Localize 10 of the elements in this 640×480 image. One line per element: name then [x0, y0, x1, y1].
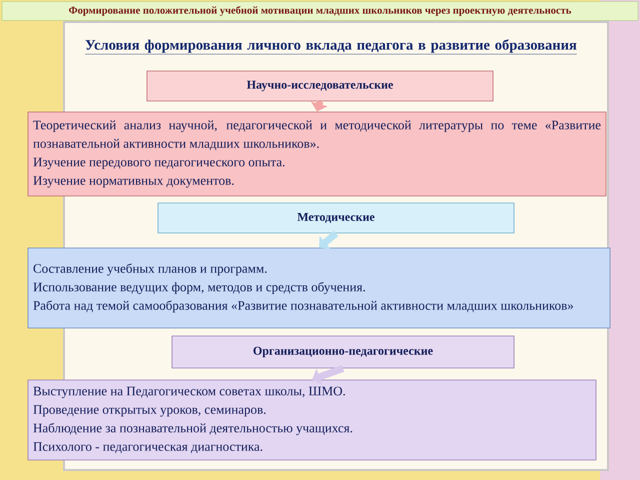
- text-box: Составление учебных планов и программ. Использование ведущих форм, методов и средств обучения. Работа над темой самообразования «Развитие познавательной активности младших школьников»: [28, 248, 610, 328]
- block-arrow: [319, 230, 338, 250]
- text-box: Теоретический анализ научной, педагогической и методической литературы по теме «Развитие познавательной активности младших школьников». Изучение передового педагогического опыта. Изучение нормативных документов.: [28, 112, 606, 196]
- category-box: Методические: [158, 202, 514, 234]
- header-banner: Формирование положительной учебной мотивации младших школьников через проектную деятельность: [2, 1, 638, 21]
- block-arrow: [312, 365, 344, 386]
- category-box: Организационно-педагогические: [172, 336, 514, 368]
- title: Условия формирования личного вклада педагога в развитие образования: [84, 39, 578, 54]
- text-box: Выступление на Педагогическом советах школы, ШМО. Проведение открытых уроков, семинаров. Наблюдение за познавательной деятельностью учащихся. Психолого - педагогическая диагностика.: [28, 380, 596, 460]
- category-box: Научно-исследовательские: [146, 70, 494, 102]
